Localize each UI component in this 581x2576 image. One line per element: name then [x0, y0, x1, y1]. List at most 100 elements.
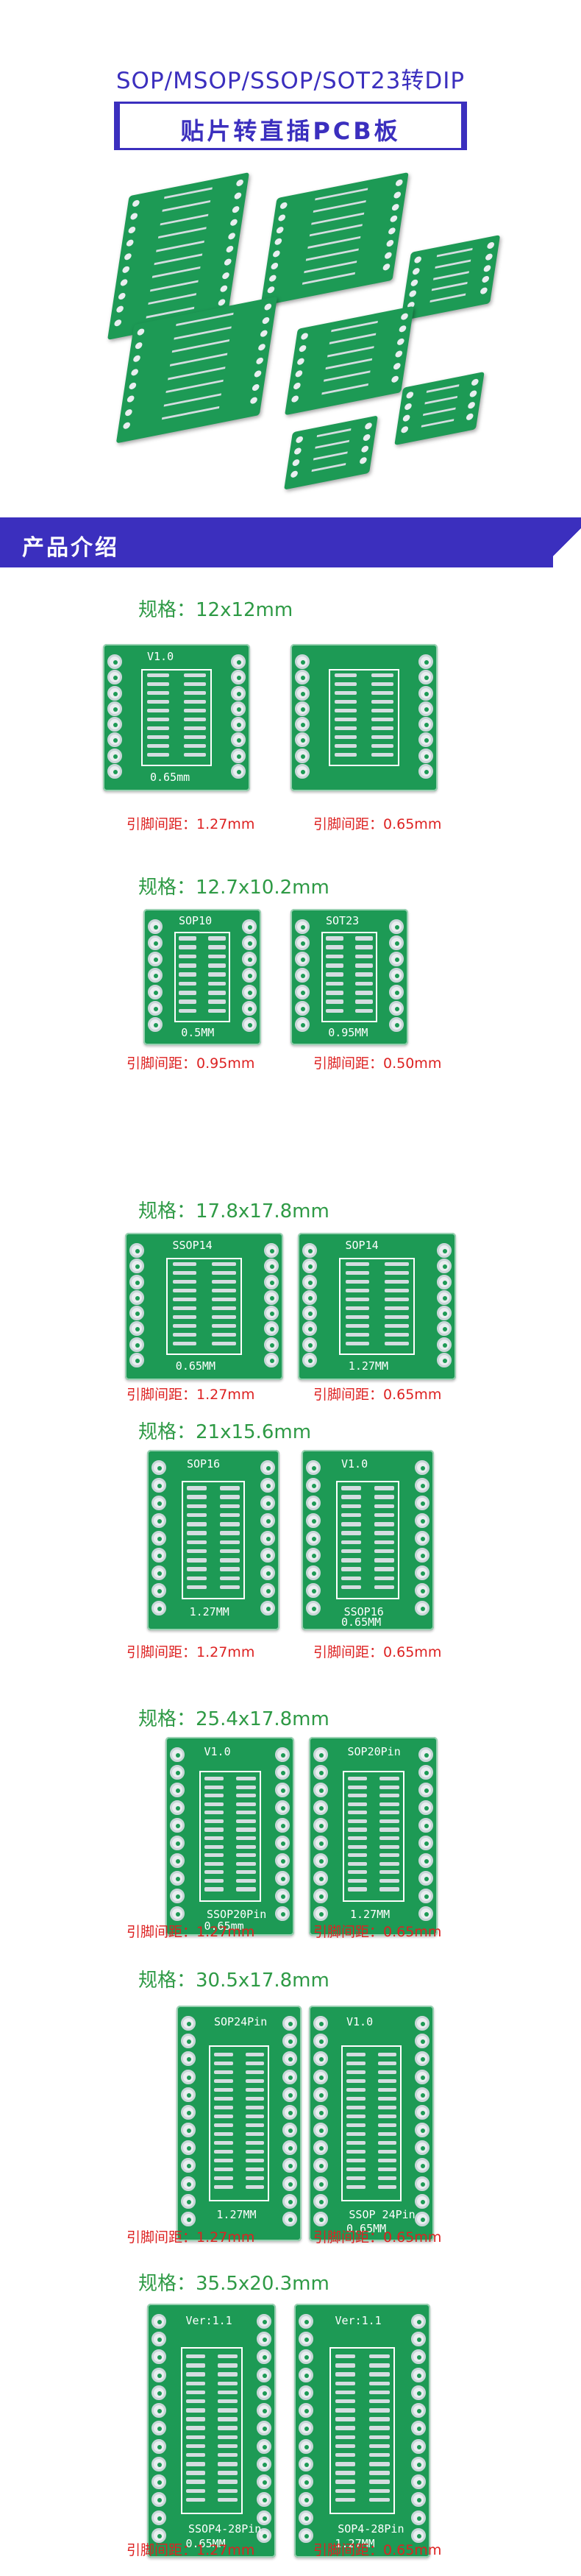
solder-pad — [302, 1321, 317, 1337]
solder-pad — [275, 1836, 290, 1850]
solder-pad — [313, 2104, 328, 2120]
solder-pad — [257, 2349, 271, 2365]
pcb-silkscreen-text: V1.0 — [147, 650, 174, 663]
solder-pad — [299, 2349, 313, 2365]
solder-pad — [306, 1530, 321, 1546]
pcb-silkscreen-text: SOP16 — [187, 1457, 221, 1471]
solder-pad — [107, 732, 122, 748]
solder-pad — [418, 1853, 433, 1868]
spec-label: 规格：30.5x17.8mm — [138, 1970, 329, 1992]
solder-pad — [306, 1565, 321, 1581]
solder-pad — [170, 1800, 185, 1815]
solder-pad — [437, 1306, 452, 1320]
solder-pad — [170, 1783, 185, 1797]
solder-pad — [302, 1259, 317, 1274]
solder-pad — [313, 1889, 328, 1903]
solder-pad — [411, 2438, 426, 2454]
solder-pad — [231, 685, 246, 701]
solder-pad — [299, 2367, 313, 2382]
solder-pad — [257, 2438, 271, 2454]
solder-pad — [107, 763, 122, 779]
solder-pad — [415, 2123, 429, 2137]
solder-pad — [148, 984, 163, 999]
solder-pad — [129, 1337, 144, 1352]
solder-pad — [181, 2016, 196, 2031]
pcb-silkscreen-text: SSOP16 — [343, 1604, 384, 1618]
solder-pad — [282, 2016, 297, 2031]
solder-pad — [411, 2385, 426, 2400]
pcb-silkscreen-text: 0.65MM — [341, 1616, 382, 1629]
solder-pad — [148, 935, 163, 951]
solder-pad — [231, 748, 246, 763]
solder-pad — [313, 1747, 328, 1762]
solder-pad — [437, 1274, 452, 1289]
pitch-label-right: 引脚间距：0.65mm — [313, 2229, 442, 2246]
solder-pad — [299, 2314, 313, 2329]
pcb-silkscreen-text: SOT23 — [326, 914, 360, 928]
solder-pad — [295, 670, 310, 685]
solder-pad — [260, 1565, 275, 1581]
solder-pad — [257, 2314, 271, 2329]
pitch-label-left: 引脚间距：1.27mm — [126, 1924, 255, 1940]
solder-pad — [299, 2474, 313, 2490]
solder-pad — [411, 2403, 426, 2418]
solder-pad — [231, 701, 246, 716]
solder-pad — [260, 1460, 275, 1475]
solder-pad — [170, 1853, 185, 1868]
pcb-silkscreen-text: 0.65mm — [150, 771, 190, 784]
solder-pad — [411, 2349, 426, 2365]
solder-pad — [418, 763, 433, 779]
hero-subtitle: 贴片转直插PCB板 — [180, 117, 401, 145]
solder-pad — [418, 1871, 433, 1886]
solder-pad — [418, 1783, 433, 1797]
solder-pad — [275, 1853, 290, 1868]
hero-pcb-board — [400, 235, 501, 321]
solder-pad — [415, 2034, 429, 2049]
pitch-label-right: 引脚间距：0.65mm — [313, 2542, 442, 2558]
solder-pad — [389, 984, 404, 999]
solder-pad — [181, 2069, 196, 2084]
solder-pad — [282, 2051, 297, 2067]
solder-pad — [313, 1818, 328, 1833]
spec-label: 规格：12.7x10.2mm — [138, 877, 329, 899]
solder-pad — [418, 732, 433, 748]
solder-pad — [389, 968, 404, 983]
solder-pad — [231, 717, 246, 732]
pcb-silkscreen-text: SSOP14 — [172, 1239, 213, 1252]
solder-pad — [282, 2104, 297, 2120]
solder-pad — [260, 1548, 275, 1563]
solder-pad — [418, 1765, 433, 1780]
solder-pad — [411, 2492, 426, 2508]
solder-pad — [295, 717, 310, 732]
solder-pad — [313, 1765, 328, 1780]
solder-pad — [152, 2349, 166, 2365]
solder-pad — [275, 1800, 290, 1815]
pcb-silkscreen-text: SOP10 — [179, 914, 213, 928]
solder-pad — [231, 763, 246, 779]
pitch-label-right: 引脚间距：0.65mm — [313, 1924, 442, 1940]
solder-pad — [437, 1337, 452, 1352]
solder-pad — [295, 1016, 310, 1032]
solder-pad — [282, 2069, 297, 2084]
solder-pad — [306, 1583, 321, 1599]
solder-pad — [415, 2051, 429, 2067]
solder-pad — [257, 2456, 271, 2471]
solder-pad — [295, 935, 310, 951]
solder-pad — [306, 1477, 321, 1493]
solder-pad — [415, 2211, 429, 2226]
solder-pad — [148, 1016, 163, 1032]
spec-label: 规格：21x15.6mm — [138, 1421, 312, 1443]
pitch-label-left: 引脚间距：1.27mm — [126, 1387, 255, 1403]
pcb-silkscreen-text: SOP4-28Pin — [338, 2522, 404, 2536]
hero-pcb-board — [260, 171, 409, 307]
solder-pad — [389, 1000, 404, 1016]
solder-pad — [181, 2193, 196, 2209]
solder-pad — [437, 1259, 452, 1274]
pcb-board-right: SOT23 0.95MM — [290, 909, 408, 1045]
pcb-silkscreen-text: 0.95MM — [328, 1026, 368, 1040]
